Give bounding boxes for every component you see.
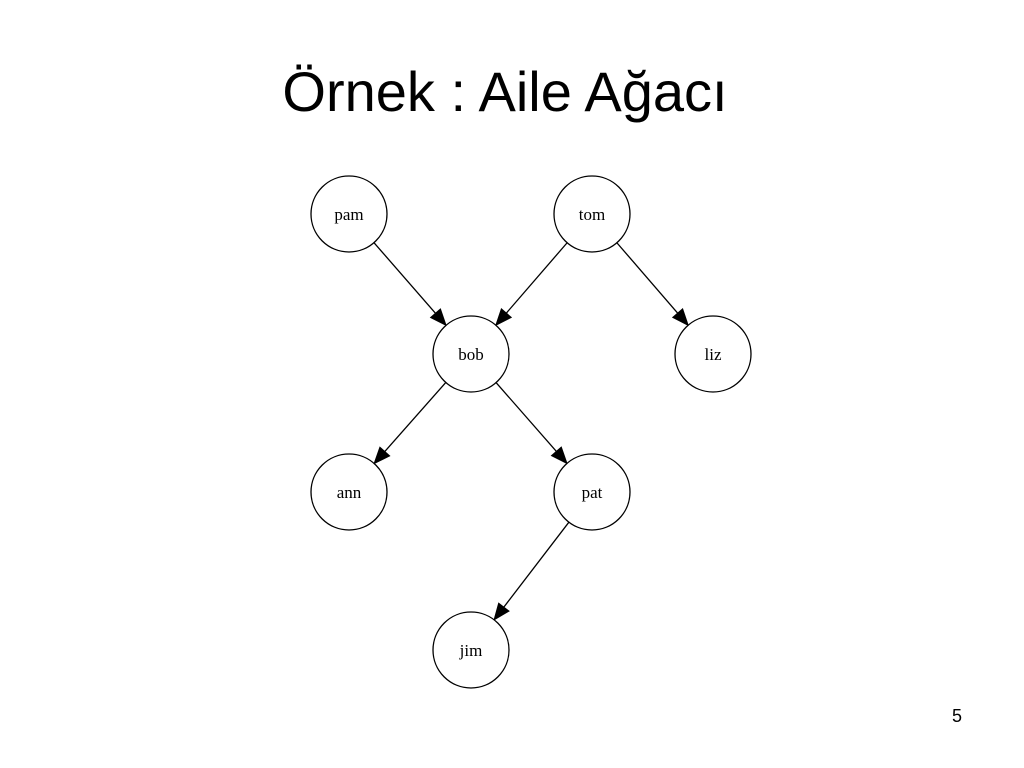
node-label: tom bbox=[579, 205, 605, 224]
nodes-layer: pam tom bob liz ann pat jim bbox=[310, 175, 752, 689]
node-jim: jim bbox=[432, 611, 510, 689]
edge-bob-pat bbox=[495, 382, 568, 465]
node-label: bob bbox=[458, 345, 484, 364]
arrowhead-icon bbox=[493, 602, 510, 621]
node-label: liz bbox=[705, 345, 722, 364]
node-label: ann bbox=[337, 483, 362, 502]
arrowhead-icon bbox=[494, 308, 513, 327]
node-tom: tom bbox=[553, 175, 631, 253]
edge-line bbox=[505, 242, 568, 314]
edge-line bbox=[373, 242, 437, 314]
node-label: jim bbox=[459, 641, 483, 660]
node-circle bbox=[310, 175, 388, 253]
edge-pam-bob bbox=[373, 242, 447, 327]
arrowhead-icon bbox=[550, 446, 568, 465]
node-label: pam bbox=[334, 205, 363, 224]
node-pat: pat bbox=[553, 453, 631, 531]
edge-pat-jim bbox=[493, 521, 570, 621]
node-circle bbox=[432, 611, 510, 689]
edge-bob-ann bbox=[373, 382, 447, 465]
edge-line bbox=[495, 382, 557, 452]
node-pam: pam bbox=[310, 175, 388, 253]
slide-title: Örnek : Aile Ağacı bbox=[282, 60, 728, 123]
node-circle bbox=[674, 315, 752, 393]
edge-line bbox=[384, 382, 447, 452]
node-circle bbox=[310, 453, 388, 531]
node-bob: bob bbox=[432, 315, 510, 393]
arrowhead-icon bbox=[429, 308, 447, 327]
node-ann: ann bbox=[310, 453, 388, 531]
node-circle bbox=[553, 175, 631, 253]
arrowhead-icon bbox=[671, 308, 690, 327]
edge-tom-liz bbox=[616, 242, 690, 327]
page-number: 5 bbox=[951, 706, 962, 726]
node-circle bbox=[553, 453, 631, 531]
node-circle bbox=[432, 315, 510, 393]
edge-tom-bob bbox=[494, 242, 568, 327]
node-label: pat bbox=[582, 483, 603, 502]
edge-line bbox=[503, 521, 570, 608]
arrowhead-icon bbox=[373, 446, 391, 465]
edge-line bbox=[616, 242, 679, 314]
node-liz: liz bbox=[674, 315, 752, 393]
edges-layer bbox=[373, 242, 690, 621]
